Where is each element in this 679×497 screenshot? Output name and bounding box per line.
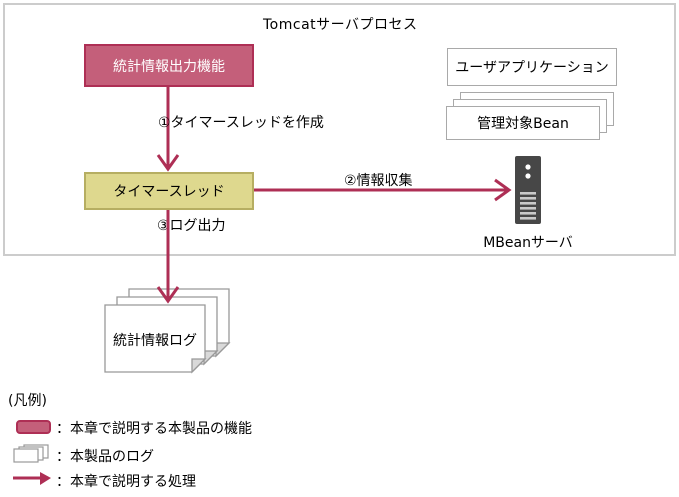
feature-box-icon: [16, 420, 51, 434]
node-stats-output-feature: 統計情報出力機能: [84, 44, 254, 87]
arrow-create-timer: [156, 86, 180, 172]
node-timer-thread: タイマースレッド: [84, 172, 254, 210]
document-stack-icon: [104, 288, 231, 374]
stats-log-label: 統計情報ログ: [113, 333, 197, 349]
arrow-collect-info: [254, 178, 512, 202]
node-user-application-label: ユーザアプリケーション: [455, 60, 609, 76]
edge-label-collect-info: ②情報収集: [344, 173, 413, 189]
right-arrow-icon: [254, 178, 512, 202]
process-arrow-icon: [12, 470, 52, 487]
node-managed-bean-label: 管理対象Bean: [477, 116, 569, 132]
server-tower-icon: [515, 156, 541, 224]
node-stats-output-label: 統計情報出力機能: [113, 58, 225, 75]
node-timer-thread-label: タイマースレッド: [113, 184, 225, 200]
legend-item-log: ：本製品のログ: [56, 449, 154, 465]
mbean-server-label: MBeanサーバ: [483, 235, 573, 251]
legend-item-feature: ：本章で説明する本製品の機能: [56, 421, 252, 437]
legend-item-process: ：本章で説明する処理: [56, 474, 196, 490]
legend-title: (凡例): [8, 393, 47, 409]
down-arrow-icon: [156, 210, 180, 304]
edge-label-create-timer: ①タイマースレッドを作成: [158, 115, 324, 131]
stats-log-documents: [100, 286, 234, 378]
mbean-server: [512, 156, 544, 226]
down-arrow-icon: [156, 86, 180, 172]
tomcat-process-title: Tomcatサーバプロセス: [263, 17, 418, 33]
log-pages-icon: [12, 444, 52, 464]
edge-label-log-output: ③ログ出力: [157, 218, 226, 234]
node-user-application: ユーザアプリケーション: [447, 48, 617, 86]
arrow-log-output: [156, 210, 180, 304]
node-managed-bean: 管理対象Bean: [446, 106, 600, 140]
